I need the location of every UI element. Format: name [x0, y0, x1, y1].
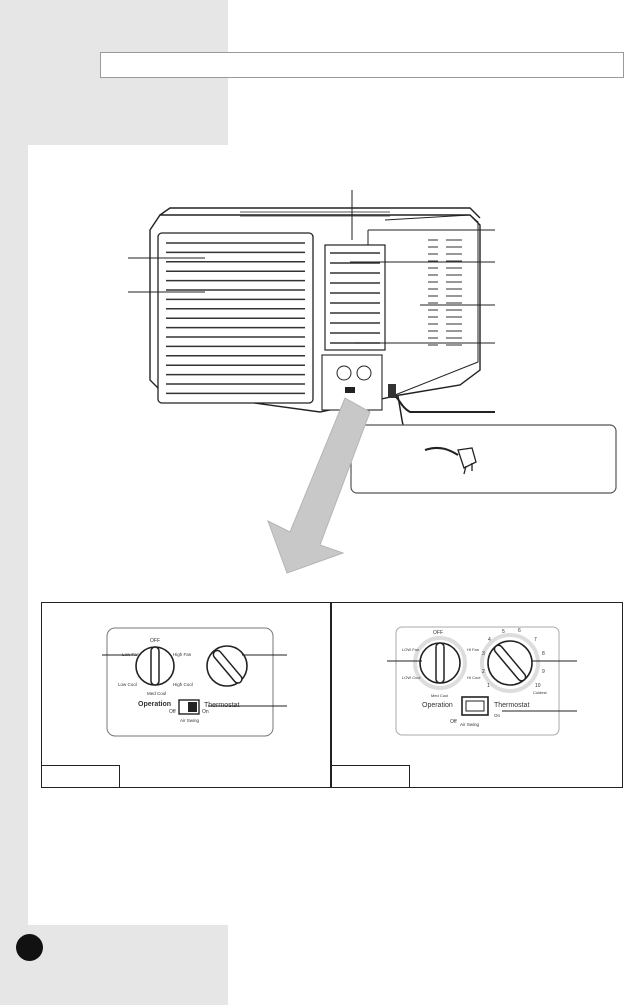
b-thermostat-label: Thermostat	[494, 702, 529, 709]
b-scale-3: 3	[482, 651, 485, 657]
b-scale-7: 7	[534, 637, 537, 643]
b-scale-9: 9	[542, 669, 545, 675]
down-left-arrow-icon	[267, 397, 371, 574]
b-scale-8: 8	[542, 651, 545, 657]
b-medcool-text: Med Cool	[431, 693, 448, 698]
page-number-dot	[16, 934, 43, 961]
operation-label: Operation	[138, 701, 171, 708]
page-bottom-band	[28, 925, 228, 1005]
op-medcool-text: Med Cool	[147, 691, 166, 696]
control-panel-a-drawing: OFF Low Fan Low Cool Med Cool High Cool …	[102, 627, 287, 737]
b-switch-caption: Air Swing	[460, 722, 480, 727]
control-panel-b-drawing: OFF LOW Fan LOW Cool Med Cool HI Fan HI …	[387, 626, 577, 736]
top-vent	[240, 211, 390, 217]
air-conditioner-illustration	[128, 190, 617, 574]
b-scale-2: 2	[482, 669, 485, 675]
power-cord	[391, 391, 495, 413]
air-outlet-frame	[324, 244, 386, 351]
page-side-strip	[0, 0, 28, 1005]
op-highcool-text: High Cool	[173, 682, 193, 687]
callout-lines	[128, 190, 495, 344]
b-operation-label: Operation	[422, 702, 453, 709]
model-label-tab-a	[42, 765, 120, 787]
control-panel-model-a: OFF Low Fan Low Cool Med Cool High Cool …	[41, 602, 331, 788]
op-lowcool-text: Low Cool	[118, 682, 137, 687]
b-scale-10: 10	[535, 683, 541, 689]
b-switch-on: On	[494, 713, 501, 718]
mini-dial-right-icon	[356, 365, 372, 381]
b-off-text: OFF	[433, 630, 443, 636]
b-hifan-text: HI Fan	[467, 647, 479, 652]
thermostat-dial-icon	[206, 645, 248, 687]
mini-switch-icon	[345, 387, 355, 393]
section-title-box	[100, 52, 624, 78]
switch-on-text: On	[202, 709, 209, 715]
b-hicool-text: HI Cool	[467, 675, 480, 680]
thermostat-dial-b-icon	[487, 640, 533, 686]
side-vents	[428, 239, 462, 346]
mini-dial-left-icon	[336, 365, 352, 381]
b-lowcool-text: LOW Cool	[402, 675, 421, 680]
control-panel-miniature	[321, 354, 383, 411]
control-panel-model-b: OFF LOW Fan LOW Cool Med Cool HI Fan HI …	[331, 602, 623, 788]
b-lowfan-text: LOW Fan	[402, 647, 419, 652]
front-grille-louvers	[166, 242, 305, 395]
op-highfan-text: High Fan	[173, 652, 192, 657]
switch-caption-text: Air Swing	[180, 718, 200, 723]
power-plug-icon	[424, 446, 477, 475]
op-off-text: OFF	[150, 638, 160, 644]
b-scale-6: 6	[518, 628, 521, 634]
b-scale-5: 5	[502, 629, 505, 635]
operation-dial-icon	[135, 646, 175, 686]
b-scale-1: 1	[487, 683, 490, 689]
operation-dial-b-icon	[419, 642, 461, 684]
b-scale-4: 4	[488, 637, 491, 643]
plug-callout-box	[350, 424, 617, 494]
switch-off-text: Off	[169, 709, 176, 715]
b-switch-off: Off	[450, 719, 457, 725]
b-coldest-text: Coldest	[533, 690, 547, 695]
model-label-tab-b	[332, 765, 410, 787]
